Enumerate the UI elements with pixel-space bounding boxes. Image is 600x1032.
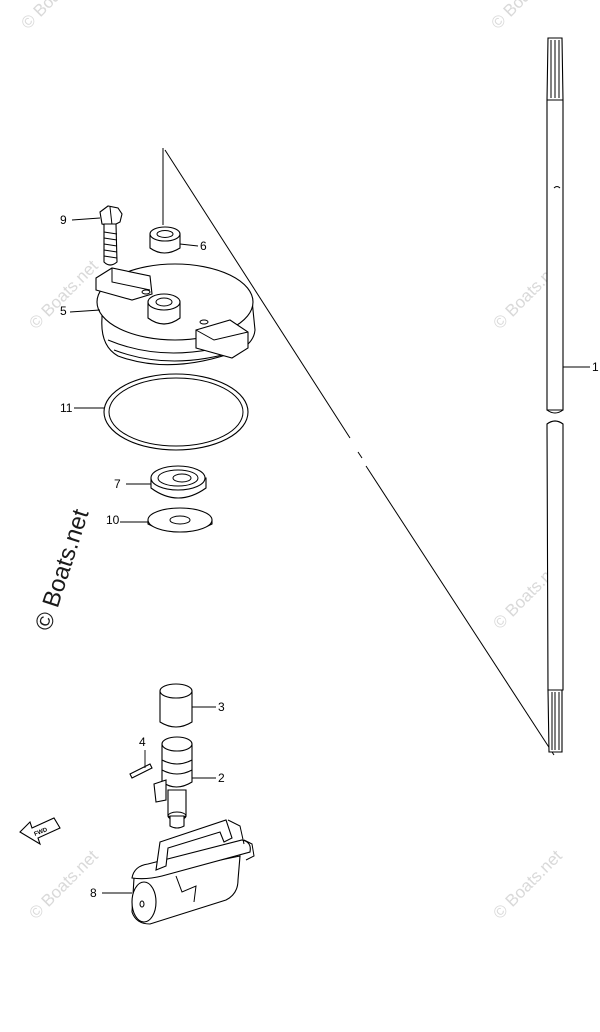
- watermark-main: © Boats.net: [30, 506, 95, 634]
- callout-6: 6: [200, 239, 207, 253]
- callout-2: 2: [218, 771, 225, 785]
- callout-1: 1: [592, 360, 599, 374]
- callout-3: 3: [218, 700, 225, 714]
- bolt: [99, 205, 123, 266]
- oil-seal: [150, 465, 207, 499]
- reference-line-lower: [365, 465, 555, 756]
- callout-9: 9: [60, 213, 67, 227]
- coupler: [153, 736, 193, 829]
- reference-line-upper: [164, 149, 351, 439]
- reference-line-dash: [357, 451, 363, 459]
- watermark-text: © Boats.net: [25, 846, 102, 923]
- watermark-text: © Boats.net: [25, 256, 102, 333]
- leader-line-5: [69, 309, 101, 313]
- watermark-text: © Boats.net: [489, 846, 566, 923]
- callout-11: 11: [60, 401, 73, 415]
- drive-shaft: [546, 37, 564, 753]
- callout-4: 4: [139, 735, 146, 749]
- o-ring: [103, 373, 249, 451]
- washer: [147, 507, 213, 533]
- watermark-text: © Boats.net: [17, 0, 94, 33]
- fwd-arrow-icon: FWD: [19, 817, 61, 846]
- bushing: [149, 226, 181, 254]
- bearing-housing: [95, 263, 256, 366]
- leader-line-6: [179, 243, 199, 247]
- callout-10: 10: [106, 513, 120, 527]
- watermark-text: © Boats.net: [487, 0, 564, 33]
- sleeve: [159, 683, 193, 728]
- pin: [129, 763, 153, 779]
- fwd-label: FWD: [34, 827, 50, 838]
- callout-7: 7: [114, 477, 121, 491]
- watermark-group: © Boats.net © Boats.net © Boats.net © Bo…: [17, 0, 566, 923]
- callout-5: 5: [60, 304, 67, 318]
- callout-8: 8: [90, 886, 97, 900]
- shift-housing: [131, 819, 255, 925]
- leader-line-9: [71, 217, 101, 221]
